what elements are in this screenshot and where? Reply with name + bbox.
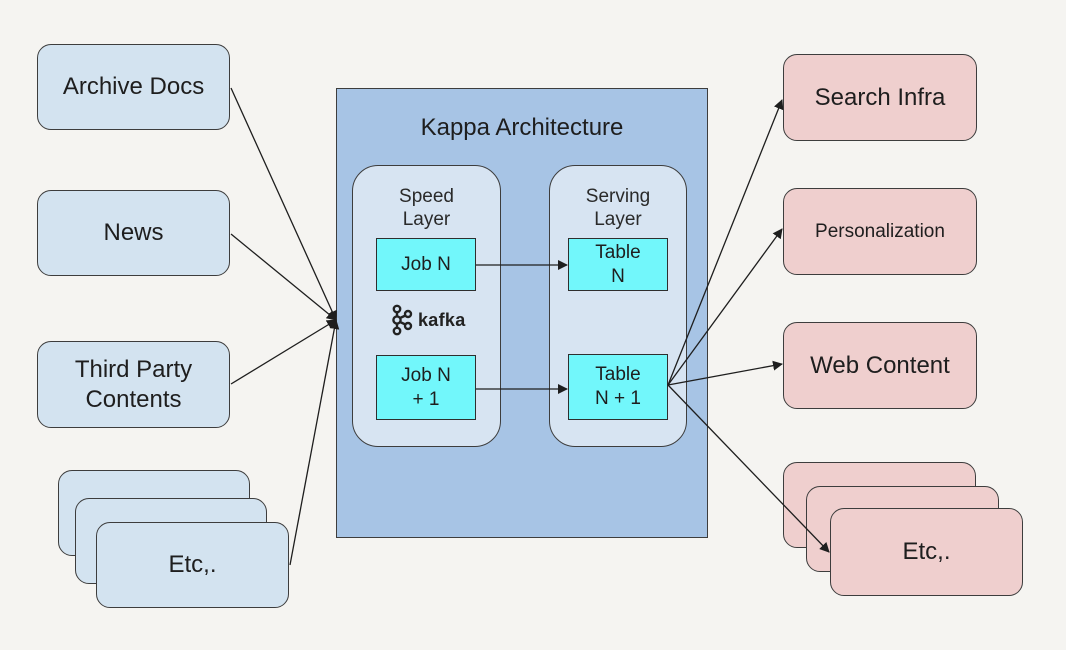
destination-search-infra: Search Infra <box>783 54 977 141</box>
destination-web-content: Web Content <box>783 322 977 409</box>
job-n-plus-1: Job N + 1 <box>376 355 476 420</box>
table-n: Table N <box>568 238 668 291</box>
diagram-title: Kappa Architecture <box>420 114 624 141</box>
arrow-third-party <box>230 319 337 385</box>
kafka-label: kafka <box>418 309 466 330</box>
arrow-to-destination-etc <box>667 384 830 553</box>
source-etc: Etc,. <box>96 522 289 608</box>
arrow-to-search-infra <box>667 99 784 386</box>
arrow-to-personalization <box>667 228 783 386</box>
arrow-news <box>230 233 337 321</box>
kafka-icon <box>392 304 413 336</box>
destination-personalization: Personalization <box>783 188 977 275</box>
serving-layer-title: Serving Layer <box>585 186 651 230</box>
arrow-archive-docs <box>230 87 337 321</box>
destination-etc: Etc,. <box>830 508 1023 596</box>
speed-layer-title: Speed Layer <box>399 186 454 230</box>
arrow-source-etc <box>289 319 340 566</box>
source-third-party-contents: Third Party Contents <box>37 341 230 428</box>
kafka-logo: kafka <box>390 304 466 336</box>
arrow-to-web-content <box>667 360 783 386</box>
source-archive-docs: Archive Docs <box>37 44 230 130</box>
source-news: News <box>37 190 230 276</box>
job-n: Job N <box>376 238 476 291</box>
table-n-plus-1: Table N + 1 <box>568 354 668 420</box>
